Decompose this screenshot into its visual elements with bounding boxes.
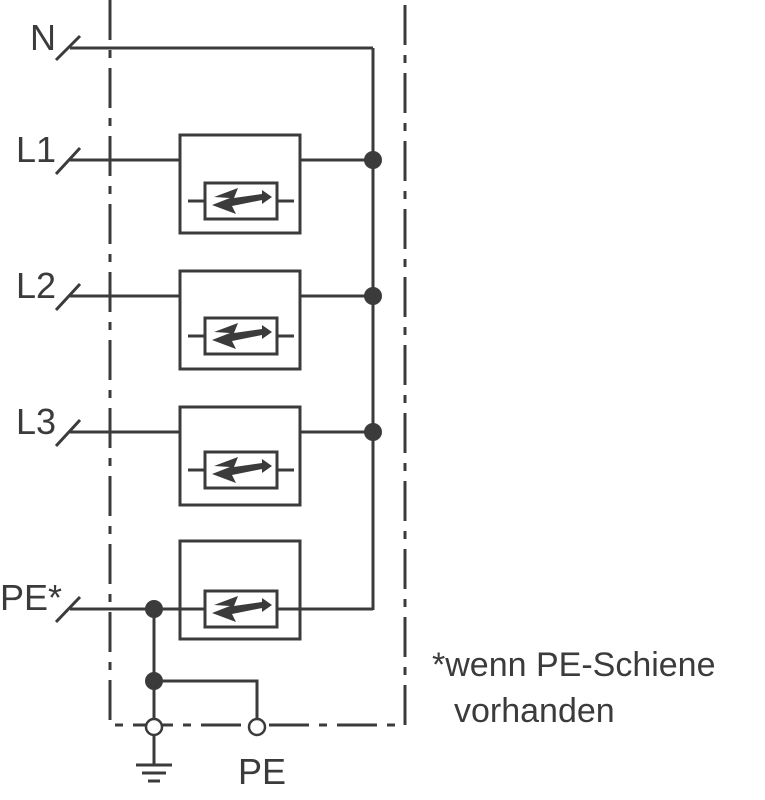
note-line-1: *wenn PE-Schiene (432, 646, 716, 684)
line-pe-star (54, 595, 180, 624)
note-line-2: vorhanden (454, 692, 615, 730)
line-n (54, 34, 373, 62)
label-n: N (30, 17, 56, 58)
surge-arrester-l2 (178, 269, 302, 371)
label-l2: L2 (16, 265, 56, 306)
surge-arrester-l1 (178, 133, 302, 235)
label-l1: L1 (16, 129, 56, 170)
line-l2 (54, 282, 382, 312)
label-pe-star: PE* (0, 577, 62, 618)
surge-arrester-l3 (178, 405, 302, 507)
label-pe: PE (238, 751, 286, 792)
pe-connection (145, 609, 259, 720)
pe-terminal (247, 717, 267, 737)
label-l3: L3 (16, 401, 56, 442)
earth-ground-icon (136, 735, 172, 783)
line-l3 (54, 418, 382, 448)
surge-arrester-n-pe (178, 539, 373, 641)
earth-terminal (144, 717, 164, 737)
line-l1 (54, 146, 382, 176)
